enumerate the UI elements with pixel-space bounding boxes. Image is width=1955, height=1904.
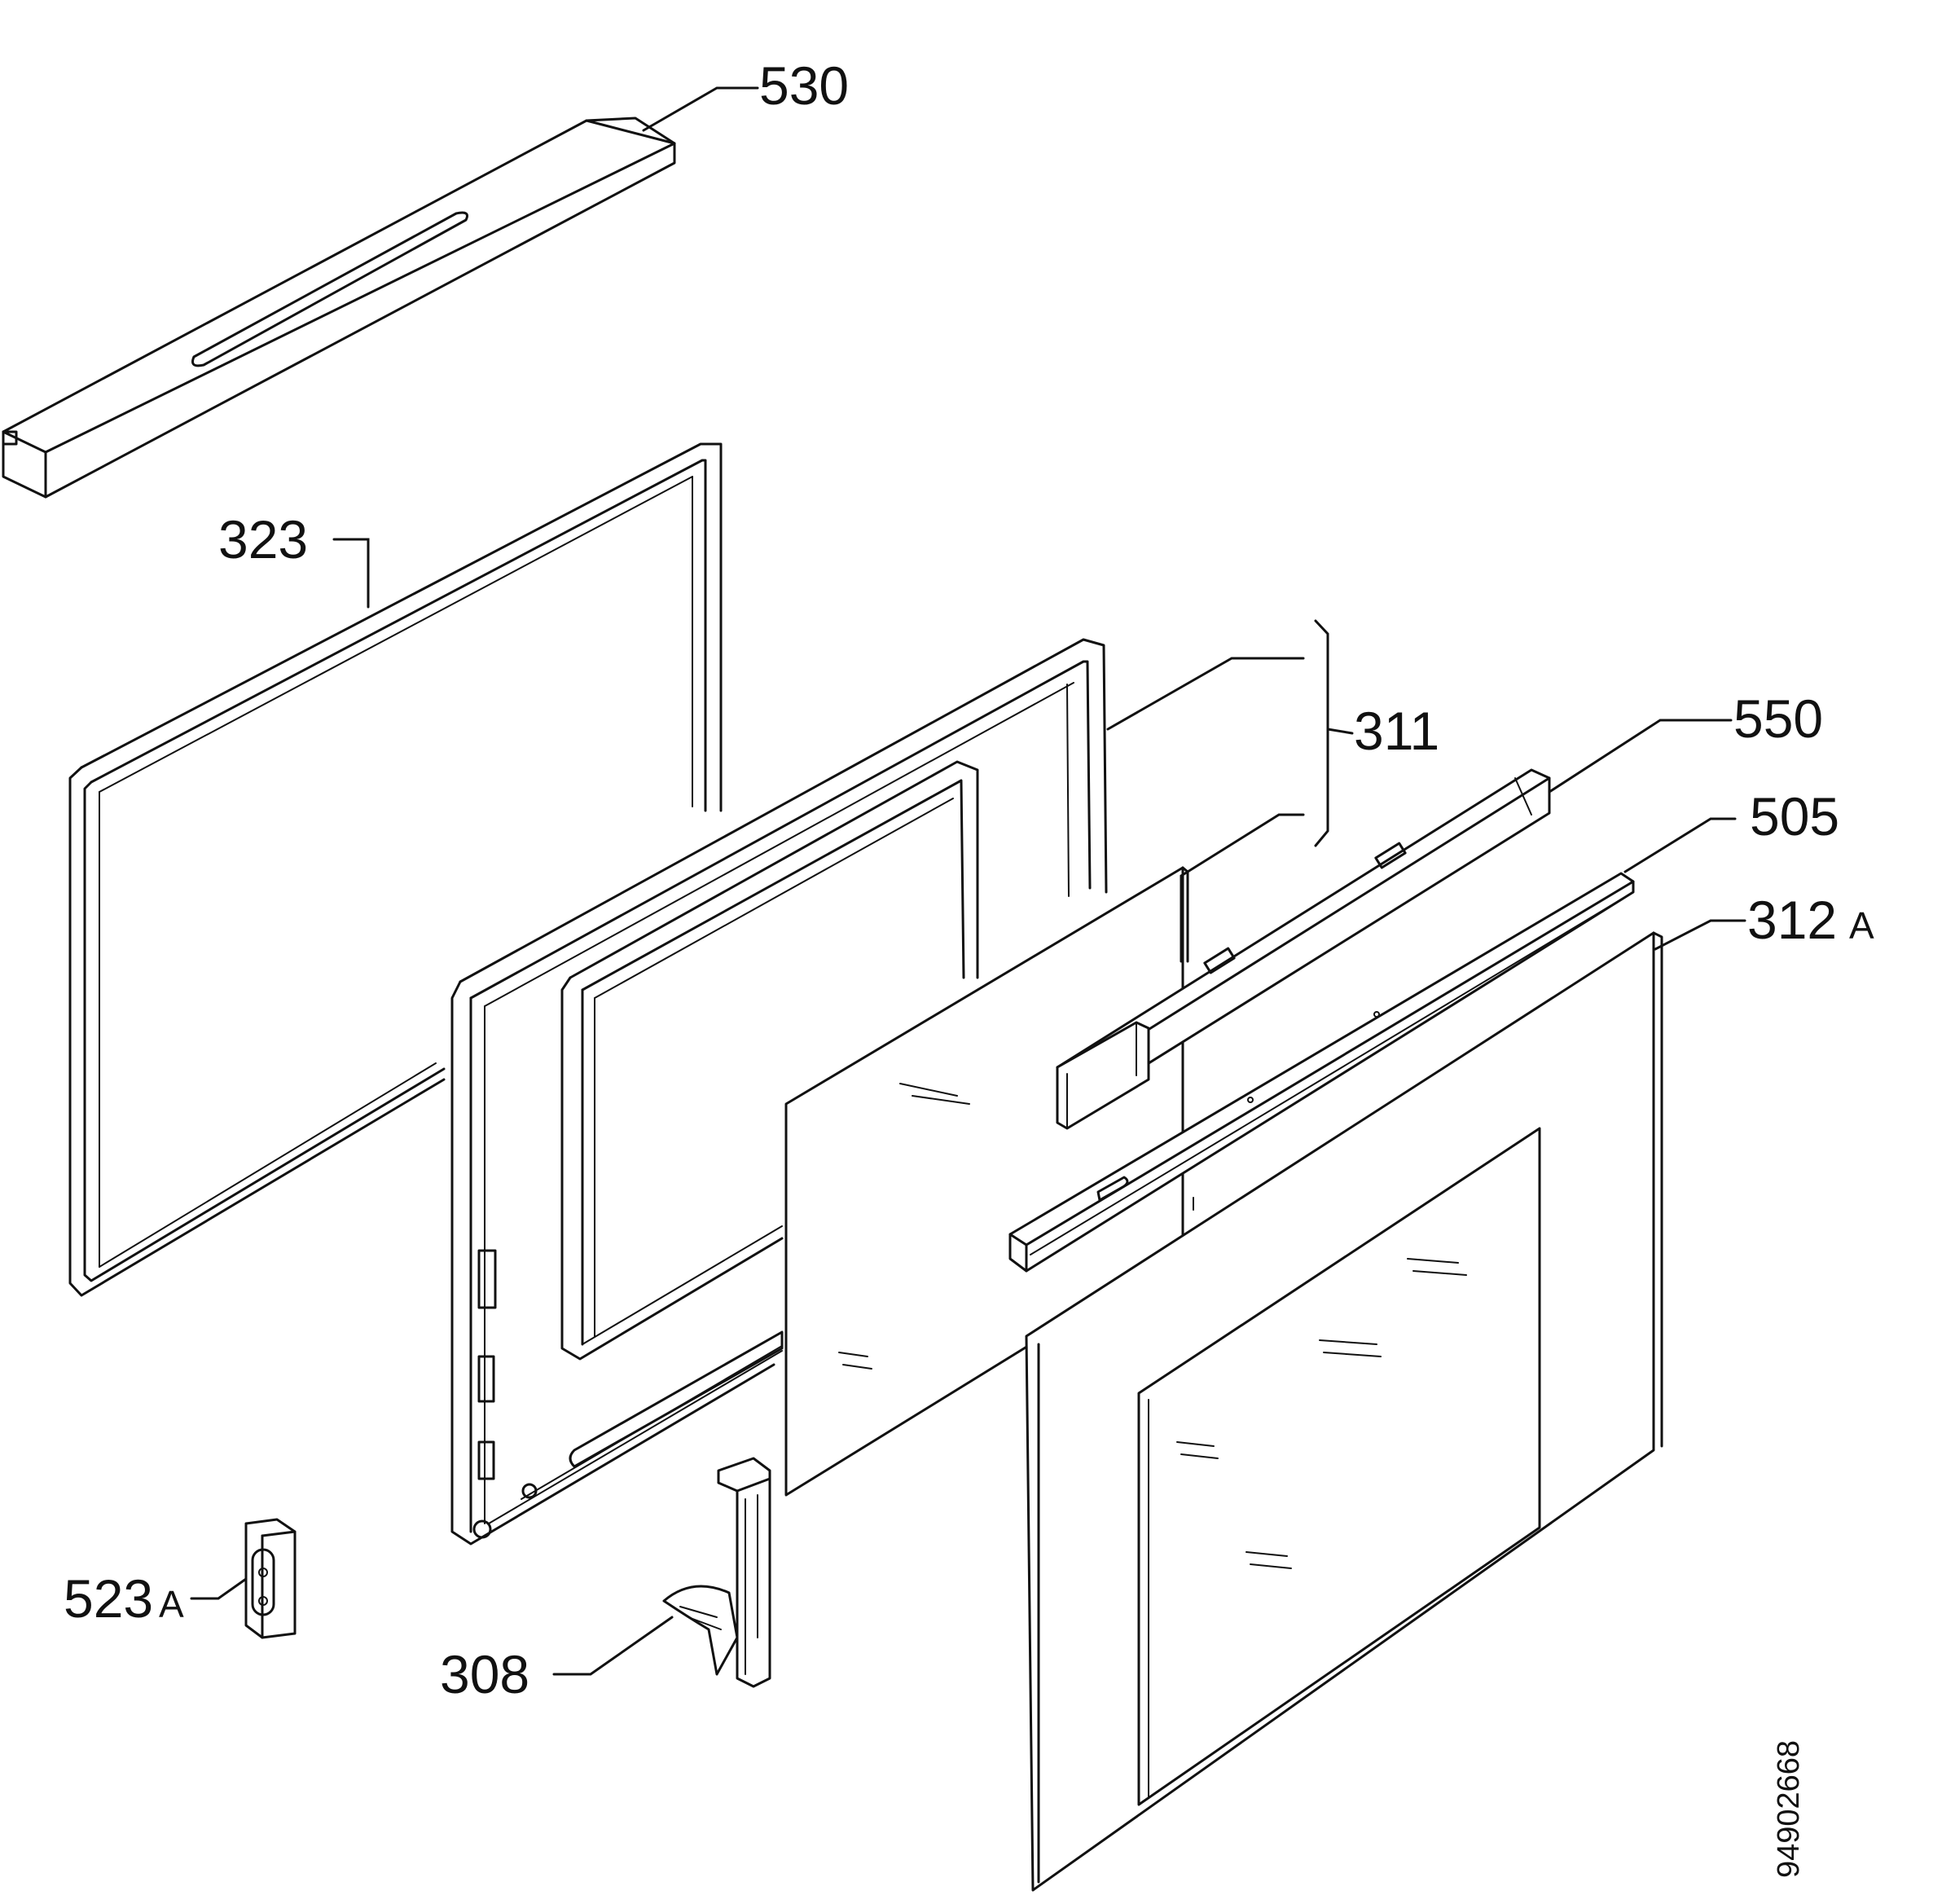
part-523a-bracket [244,1518,297,1639]
part-308-hinge [662,1457,771,1688]
leader-lines [190,86,1746,1676]
label-312a-suffix: A [1849,904,1874,947]
label-308: 308 [440,1644,529,1704]
part-323-door-gasket [68,442,723,1297]
label-323: 323 [218,509,308,569]
part-530-top-trim [2,117,676,499]
label-550: 550 [1733,688,1823,749]
document-number: 94902668 [1772,1740,1806,1878]
label-523a-suffix: A [159,1583,184,1625]
label-530: 530 [759,55,849,116]
part-550-upper-profile [1056,768,1551,1130]
label-505: 505 [1750,786,1839,846]
label-311: 311 [1354,701,1439,761]
part-312a-outer-door-glass [1025,931,1663,1892]
label-523a: 523 [64,1568,153,1629]
part-311-inner-door-frame [450,638,1108,1546]
label-312a: 312 [1747,890,1837,950]
part-505-lower-profile [1008,872,1635,1273]
